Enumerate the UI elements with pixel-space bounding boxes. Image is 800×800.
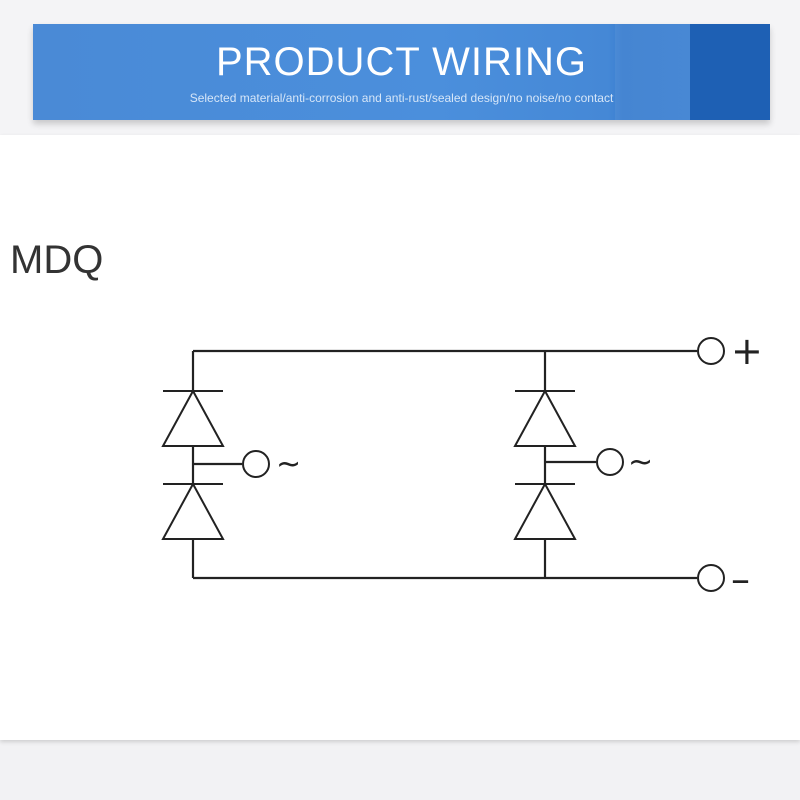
banner-subtitle: Selected material/anti-corrosion and ant… — [189, 91, 614, 105]
model-label: MDQ — [10, 238, 104, 282]
diagram-panel — [0, 135, 800, 740]
terminal-positive — [697, 337, 725, 365]
banner-accent-dark — [690, 24, 770, 120]
terminal-ac-right — [596, 448, 624, 476]
banner-accent-light — [615, 24, 690, 120]
ac-left-symbol: ~ — [276, 447, 301, 482]
diode-left-upper — [161, 388, 225, 447]
banner-title: PRODUCT WIRING — [215, 40, 588, 84]
header-banner: PRODUCT WIRING Selected material/anti-co… — [33, 24, 770, 120]
diode-left-lower — [161, 481, 225, 540]
ac-right-symbol: ~ — [628, 445, 653, 480]
positive-symbol: + — [731, 329, 763, 373]
diode-right-upper — [513, 388, 577, 447]
diode-right-lower — [513, 481, 577, 540]
terminal-ac-left — [242, 450, 270, 478]
terminal-negative — [697, 564, 725, 592]
negative-symbol: – — [731, 557, 750, 601]
